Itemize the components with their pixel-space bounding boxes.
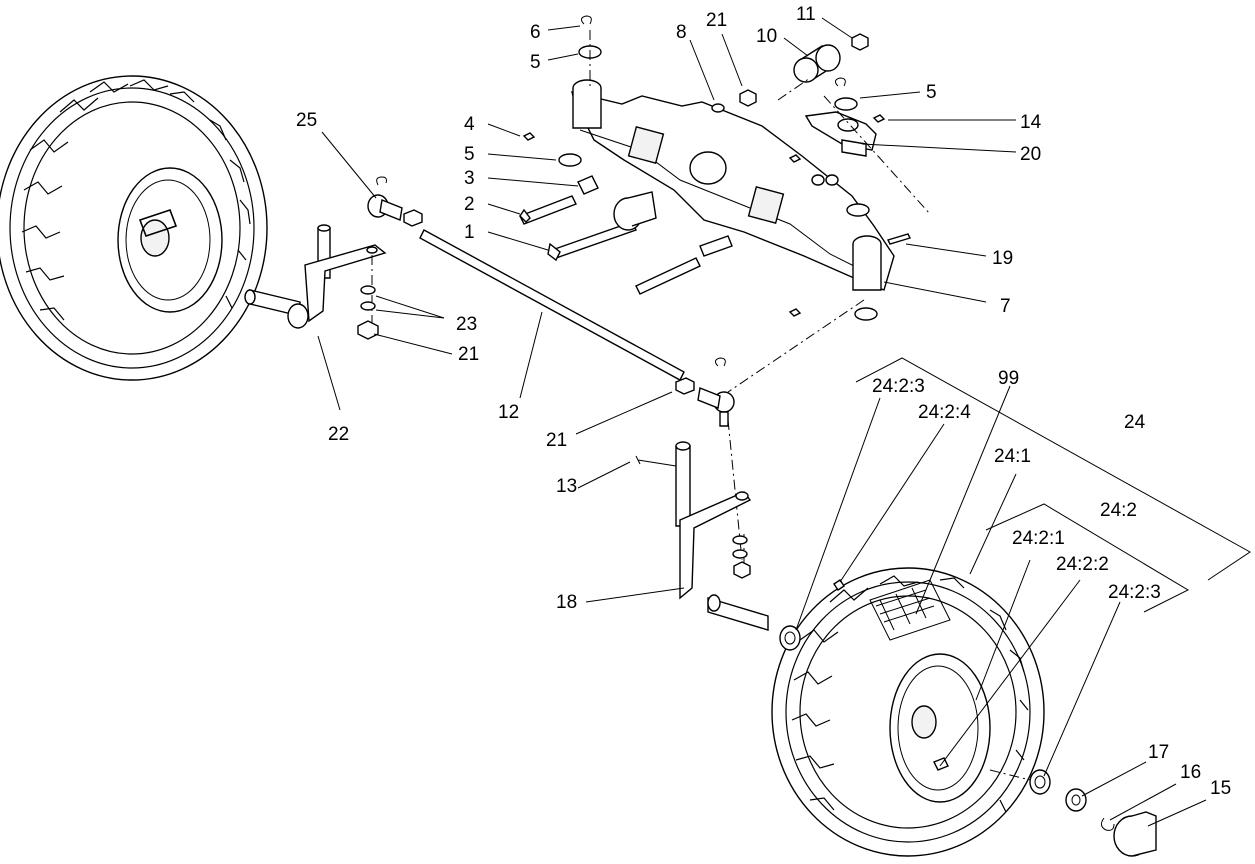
right-spindle [635,357,769,631]
callout-24-1: 24:1 [994,446,1031,467]
callout-17: 17 [1148,742,1169,763]
callout-4: 4 [464,114,475,135]
tie-rod [419,229,695,395]
callout-23: 23 [456,314,477,335]
bolts [519,175,911,295]
leader-lines [317,17,1251,827]
callout-6: 6 [530,22,541,43]
callout-8: 8 [676,22,687,43]
callout-24-2-3: 24:2:3 [1108,582,1161,603]
callout-24-2: 24:2 [1100,500,1137,521]
pivot-bracket [804,111,877,157]
callout-10: 10 [756,26,777,47]
left-hardware [357,255,379,340]
callout-24-2-4: 24:2:4 [918,402,971,423]
callout-21: 21 [458,344,479,365]
left-wheel [0,75,268,381]
callout-22: 22 [328,424,349,445]
bushing [793,33,869,83]
callout-labels: 6 5 8 21 10 11 5 14 20 4 5 3 2 1 25 19 7… [296,4,1231,799]
callout-5: 5 [926,82,937,103]
callout-12: 12 [498,402,519,423]
callout-21: 21 [706,10,727,31]
wheel-hardware [779,579,1157,857]
callout-21: 21 [546,430,567,451]
callout-20: 20 [1020,144,1041,165]
callout-15: 15 [1210,778,1231,799]
axle-hardware [522,15,886,321]
callout-11: 11 [796,4,816,25]
callout-24: 24 [1124,412,1146,433]
callout-5: 5 [464,144,475,165]
callout-16: 16 [1180,762,1201,783]
front-axle [571,79,895,291]
callout-99: 99 [998,368,1019,389]
callout-25: 25 [296,110,317,131]
callout-24-2-3: 24:2:3 [872,376,925,397]
callout-3: 3 [464,168,475,189]
callout-13: 13 [556,476,577,497]
right-wheel [771,567,1045,857]
callout-18: 18 [556,592,577,613]
callout-1: 1 [464,222,475,243]
callout-7: 7 [1000,296,1011,317]
callout-24-2-1: 24:2:1 [1012,528,1065,549]
callout-5: 5 [530,52,541,73]
callout-14: 14 [1020,112,1042,133]
left-tie-rod-end [367,176,423,227]
callout-2: 2 [464,194,475,215]
left-spindle [244,224,387,329]
callout-24-2-2: 24:2:2 [1056,554,1109,575]
callout-19: 19 [992,248,1013,269]
